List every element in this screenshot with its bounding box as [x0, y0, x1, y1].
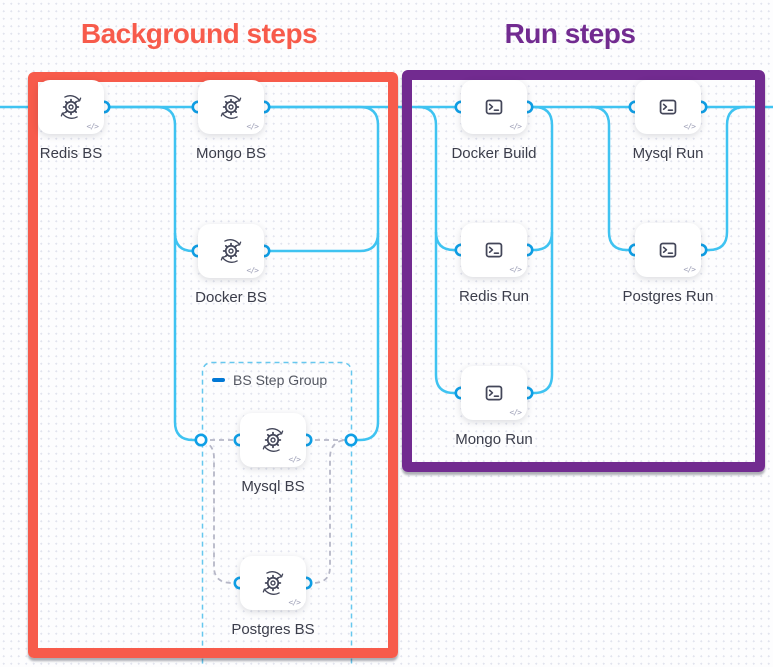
code-icon: </> [288, 598, 301, 607]
step-label: Mongo BS [195, 145, 267, 162]
connector-port[interactable] [194, 433, 208, 447]
step-card-docker-bs[interactable]: </> [198, 224, 264, 278]
node-postgres-bs: </> Postgres BS [203, 556, 343, 638]
connector-merge-left-rail [264, 105, 380, 442]
connector-branch-left [104, 105, 201, 442]
step-card-mysql-run[interactable]: </> [635, 80, 701, 134]
terminal-icon [485, 242, 503, 258]
code-icon: </> [246, 122, 259, 131]
step-label: Docker BS [195, 289, 267, 306]
code-icon: </> [509, 408, 522, 417]
node-mongo-bs: </> Mongo BS [161, 80, 301, 162]
step-card-mysql-bs[interactable]: </> [240, 413, 306, 467]
sync-gear-icon [262, 570, 284, 596]
step-card-redis-bs[interactable]: </> [38, 80, 104, 134]
step-card-mongo-run[interactable]: </> [461, 366, 527, 420]
step-card-postgres-run[interactable]: </> [635, 223, 701, 277]
step-card-redis-run[interactable]: </> [461, 223, 527, 277]
code-icon: </> [509, 122, 522, 131]
code-icon: </> [509, 265, 522, 274]
connector-run-branch [417, 105, 461, 395]
step-card-mongo-bs[interactable]: </> [198, 80, 264, 134]
connector-from-postgres-bs [306, 439, 351, 584]
code-icon: </> [86, 122, 99, 131]
collapse-minus-icon[interactable] [212, 378, 225, 382]
connector-from-docker-bs [264, 232, 380, 253]
step-card-docker-build[interactable]: </> [461, 80, 527, 134]
step-label: Docker Build [451, 145, 537, 162]
terminal-icon [659, 99, 677, 115]
node-postgres-run: </> Postgres Run [598, 223, 738, 305]
step-label: Postgres BS [231, 621, 315, 638]
node-redis-bs: </> Redis BS [1, 80, 141, 162]
code-icon: </> [288, 455, 301, 464]
terminal-icon [485, 99, 503, 115]
step-group-label: BS Step Group [233, 372, 328, 388]
code-icon: </> [683, 265, 696, 274]
step-label: Postgres Run [622, 288, 714, 305]
code-icon: </> [683, 122, 696, 131]
connector-port[interactable] [344, 433, 358, 447]
step-label: Mysql Run [632, 145, 704, 162]
run-steps-title: Run steps [504, 18, 636, 49]
step-label: Redis BS [39, 145, 103, 162]
sync-gear-icon [220, 94, 242, 120]
node-mysql-bs: </> Mysql BS [203, 413, 343, 495]
node-docker-bs: </> Docker BS [161, 224, 301, 306]
node-mysql-run: </> Mysql Run [598, 80, 738, 162]
background-steps-title: Background steps [80, 18, 318, 49]
run-steps-frame [402, 70, 765, 472]
terminal-icon [485, 385, 503, 401]
step-group-header: BS Step Group [212, 372, 327, 388]
terminal-icon [659, 242, 677, 258]
sync-gear-icon [60, 94, 82, 120]
connector-from-redis-run [527, 231, 554, 252]
code-icon: </> [246, 266, 259, 275]
node-mongo-run: </> Mongo Run [424, 366, 564, 448]
step-label: Mysql BS [241, 478, 305, 495]
connector-from-postgres-run [701, 105, 746, 252]
connector-run-merge [527, 105, 554, 395]
step-label: Mongo Run [455, 431, 533, 448]
sync-gear-icon [220, 238, 242, 264]
node-redis-run: </> Redis Run [424, 223, 564, 305]
connector-to-redis-run [434, 231, 461, 252]
sync-gear-icon [262, 427, 284, 453]
step-group-border [201, 361, 353, 667]
node-docker-build: </> Docker Build [424, 80, 564, 162]
connector-to-postgres-run [590, 105, 635, 252]
step-card-postgres-bs[interactable]: </> [240, 556, 306, 610]
background-steps-frame [28, 72, 398, 658]
step-label: Redis Run [458, 288, 530, 305]
